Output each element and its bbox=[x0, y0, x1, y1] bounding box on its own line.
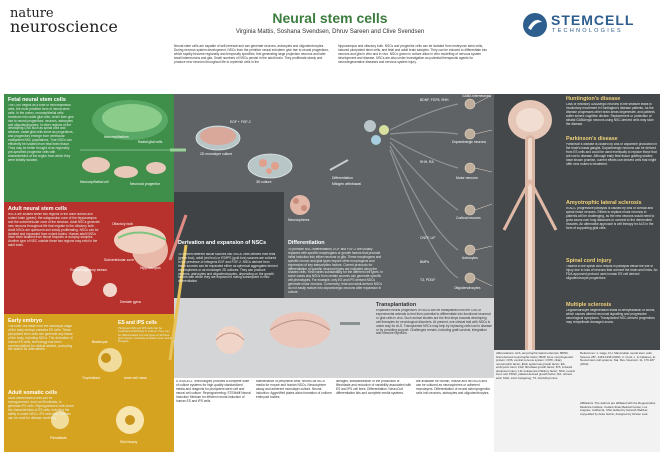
pathway-6: Cortical neurons bbox=[456, 216, 481, 220]
adult-label-2: Hippocampus bbox=[140, 266, 161, 270]
authors: Virginia Mattis, Soshana Svendsen, Dhruv… bbox=[235, 29, 425, 35]
fetal-text: The CNS begins as a tube of neuroepithel… bbox=[8, 104, 74, 162]
right-footer bbox=[494, 350, 660, 452]
hd-title: Huntington's disease bbox=[566, 96, 621, 102]
footer-panel bbox=[174, 378, 494, 452]
ms-text: Oligodendrocyte degeneration leads to de… bbox=[566, 309, 656, 324]
pd-title: Parkinson's disease bbox=[566, 136, 618, 142]
somatic-text: Adult differentiated cells can be reprog… bbox=[8, 397, 74, 420]
diff-text: To promote NSC differentiation, EGF and … bbox=[288, 248, 384, 294]
footer-col-3: lineages, standardization of the product… bbox=[336, 380, 412, 395]
pathway-8: CNTF, LIF bbox=[420, 236, 436, 240]
center-label-2: 3D culture bbox=[256, 180, 272, 184]
pathway-7: Astrocytes bbox=[462, 256, 478, 260]
fetal-label-2: Radial glial cells bbox=[138, 140, 163, 144]
journal-logo: nature neuroscience bbox=[10, 7, 130, 35]
center-label-1: 2D monolayer culture bbox=[200, 152, 233, 156]
center-label-4: Differentiation bbox=[332, 176, 353, 180]
sponsor-sub: TECHNOLOGIES bbox=[552, 28, 623, 34]
fetal-label-4: Neuronal progenitor bbox=[130, 182, 160, 186]
pd-text: Parkinson's disease is caused by loss of… bbox=[566, 143, 657, 166]
pathway-11: Oligodendrocytes bbox=[454, 286, 481, 290]
references: References: 1. Gage, F.H. Mammalian neur… bbox=[580, 352, 656, 366]
somatic-label-1: Fibroblasts bbox=[50, 436, 67, 440]
es-panel bbox=[4, 314, 174, 452]
early-label-1: Blastocyst bbox=[92, 340, 108, 344]
deriv-panel bbox=[174, 192, 284, 298]
footer-col-2: Maintenance of peripheral cells: NeuroCu… bbox=[256, 380, 332, 399]
page-title: Neural stem cells bbox=[272, 10, 388, 26]
adult-label-3: Subventricular zone bbox=[104, 258, 134, 262]
logo-line-1: nature bbox=[10, 6, 54, 21]
deriv-title: Derivation and expansion of NSCs bbox=[178, 240, 267, 246]
fetal-label-1: Neuroepithelium bbox=[104, 135, 129, 139]
fetal-title: Fetal neural stem cells bbox=[8, 97, 66, 103]
header-band bbox=[0, 0, 664, 44]
somatic-label-2: Skin biopsy bbox=[120, 440, 138, 444]
als-text: In ALS, progressive paralysis is caused … bbox=[566, 207, 655, 230]
ms-title: Multiple sclerosis bbox=[566, 302, 612, 308]
center-label-5: Mitogen withdrawal bbox=[332, 182, 362, 186]
pathway-1: BDNF, FGF8, SHH bbox=[420, 98, 449, 102]
pathway-9: BMPs bbox=[420, 260, 430, 264]
deriv-text: To convert different tissue sources into… bbox=[178, 253, 278, 284]
diff-title: Differentiation bbox=[288, 240, 325, 246]
als-title: Amyotrophic lateral sclerosis bbox=[566, 200, 642, 206]
center-label-6: EGF + FGF-2 bbox=[230, 120, 251, 124]
fetal-label-3: Neuroepithelial cell bbox=[80, 180, 109, 184]
early-title: Early embryo bbox=[8, 318, 43, 324]
pathway-3: Dopaminergic neurons bbox=[452, 140, 487, 144]
somatic-title: Adult somatic cells bbox=[8, 390, 58, 396]
es-text: Pluripotent ES and iPS cells can be expa… bbox=[118, 327, 172, 344]
intro-right: hippocampus and olfactory bulb. NSCs and… bbox=[338, 44, 488, 64]
affiliations: Affiliations: The authors are affiliated… bbox=[580, 402, 656, 416]
early-text: The inner cell mass from the blastocyst … bbox=[8, 325, 73, 352]
pathway-5: Motor neurons bbox=[456, 176, 478, 180]
adult-label-5: Dentate gyrus bbox=[120, 300, 142, 304]
adult-text: NSCs are located within two regions of t… bbox=[8, 213, 100, 248]
early-label-3: Trophoblast bbox=[82, 376, 100, 380]
center-label-3: Neurospheres bbox=[288, 218, 310, 222]
sci-title: Spinal cord injury bbox=[566, 258, 612, 264]
intro-left: Neural stem cells are capable of self-re… bbox=[174, 44, 329, 64]
sponsor-logo: STEMCELL TECHNOLOGIES bbox=[520, 10, 660, 40]
transplant-title: Transplantation bbox=[376, 302, 417, 308]
transplant-text: Expanded neural progenitors of NSCs can … bbox=[376, 309, 492, 336]
sci-text: Trauma to the spinal cord results in par… bbox=[566, 265, 658, 280]
logo-line-2: neuroscience bbox=[10, 17, 118, 36]
pathway-2: GABA interneurons bbox=[462, 94, 492, 98]
es-title: ES and iPS cells bbox=[118, 320, 157, 326]
early-label-2: Inner cell mass bbox=[124, 376, 147, 380]
adult-label-1: Olfactory bulb bbox=[112, 222, 133, 226]
hd-text: Loss of inhibitory GABAergic neurons in … bbox=[566, 103, 655, 126]
adult-title: Adult neural stem cells bbox=[8, 206, 68, 212]
stemcell-logo-icon bbox=[523, 13, 547, 37]
sponsor-name: STEMCELL bbox=[551, 12, 635, 28]
abbreviations: Abbreviations: ALS, amyotrophic lateral … bbox=[496, 352, 575, 380]
pathway-4: SHH, RA bbox=[420, 160, 434, 164]
adult-label-4: Rostral migratory stream bbox=[70, 268, 108, 272]
footer-col-4: are available for human, mouse and rat N… bbox=[416, 380, 491, 395]
pathway-10: T3, PDGF bbox=[420, 278, 436, 282]
footer-col-1: STEMCELL Technologies provides a complet… bbox=[176, 380, 251, 403]
